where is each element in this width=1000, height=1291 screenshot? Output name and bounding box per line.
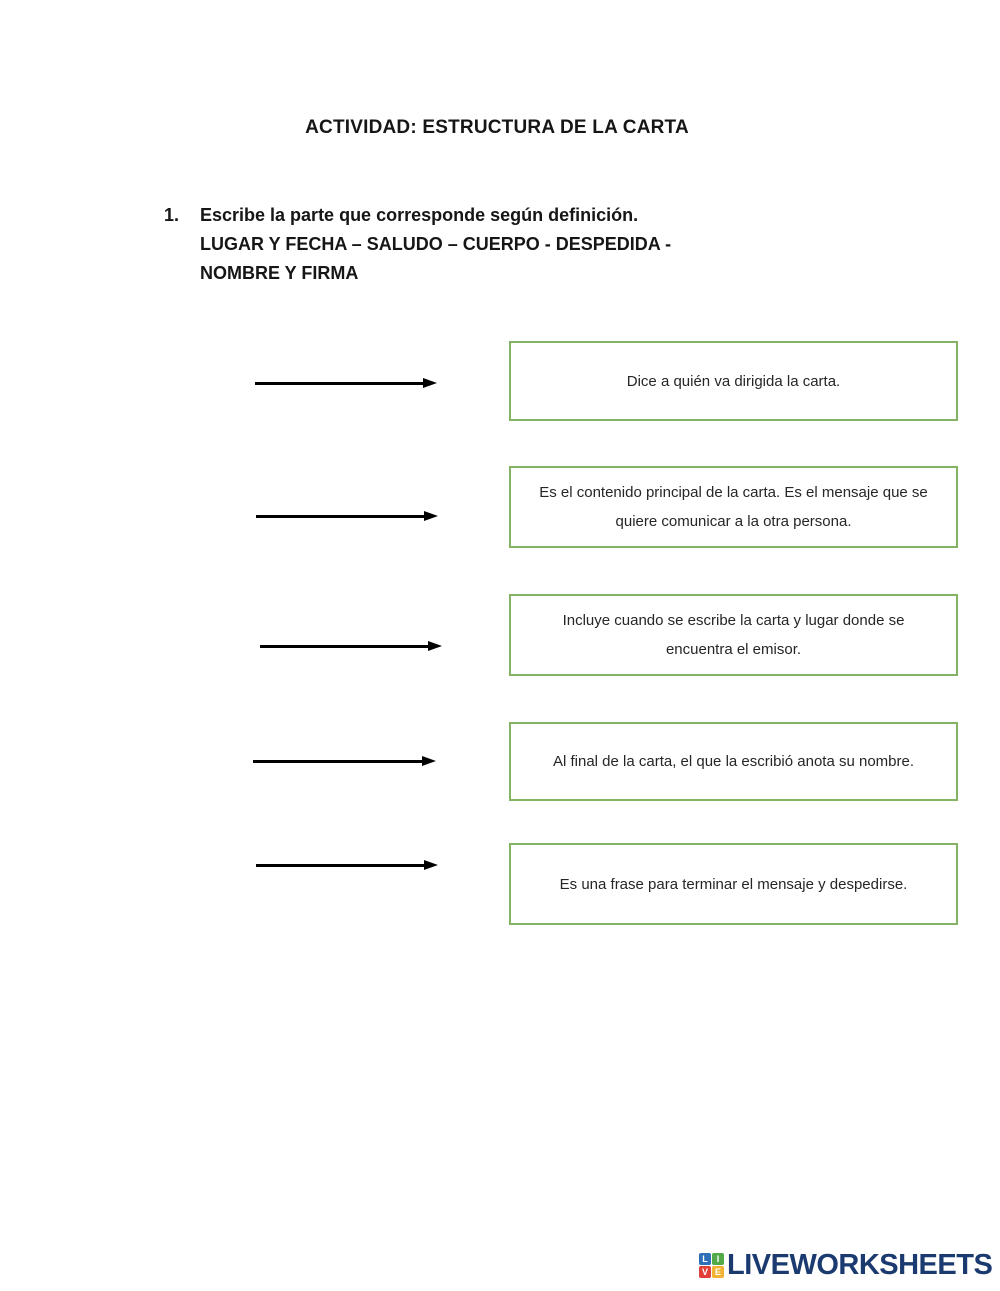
word-bank-line-1: LUGAR Y FECHA – SALUDO – CUERPO - DESPED…	[200, 234, 672, 254]
arrow-right-icon	[256, 511, 438, 522]
word-bank-line-2: NOMBRE Y FIRMA	[200, 263, 359, 283]
definition-text: Dice a quién va dirigida la carta.	[626, 372, 841, 390]
logo-tile-l: L	[699, 1253, 711, 1265]
definition-text: Incluye cuando se escribe la carta y lug…	[562, 612, 905, 658]
liveworksheets-logo[interactable]: L I V E LIVEWORKSHEETS	[699, 1249, 993, 1281]
definition-text: Es una frase para terminar el mensaje y …	[559, 875, 908, 893]
definition-box: Dice a quién va dirigida la carta.	[509, 341, 958, 421]
exercise-instruction-line: Escribe la parte que corresponde según d…	[200, 205, 639, 225]
exercise-instructions: 1. Escribe la parte que corresponde segú…	[164, 201, 671, 288]
definition-box: Es una frase para terminar el mensaje y …	[509, 843, 958, 925]
arrow-right-icon	[260, 641, 442, 652]
liveworksheets-logo-text: LIVEWORKSHEETS	[727, 1249, 993, 1281]
logo-tile-v: V	[699, 1266, 711, 1278]
arrow-right-icon	[253, 756, 436, 767]
exercise-number: 1.	[164, 205, 180, 225]
definition-box: Es el contenido principal de la carta. E…	[509, 466, 958, 548]
arrow-right-icon	[256, 860, 438, 871]
exercise-text: Escribe la parte que corresponde según d…	[200, 201, 671, 288]
definition-text: Es el contenido principal de la carta. E…	[539, 484, 928, 530]
liveworksheets-logo-icon: L I V E	[699, 1253, 724, 1278]
arrow-right-icon	[255, 378, 437, 389]
page-title: ACTIVIDAD: ESTRUCTURA DE LA CARTA	[305, 117, 689, 138]
logo-tile-i: I	[712, 1253, 724, 1265]
definition-box: Al final de la carta, el que la escribió…	[509, 722, 958, 801]
definition-box: Incluye cuando se escribe la carta y lug…	[509, 594, 958, 676]
definition-text: Al final de la carta, el que la escribió…	[552, 753, 915, 770]
logo-tile-e: E	[712, 1266, 724, 1278]
